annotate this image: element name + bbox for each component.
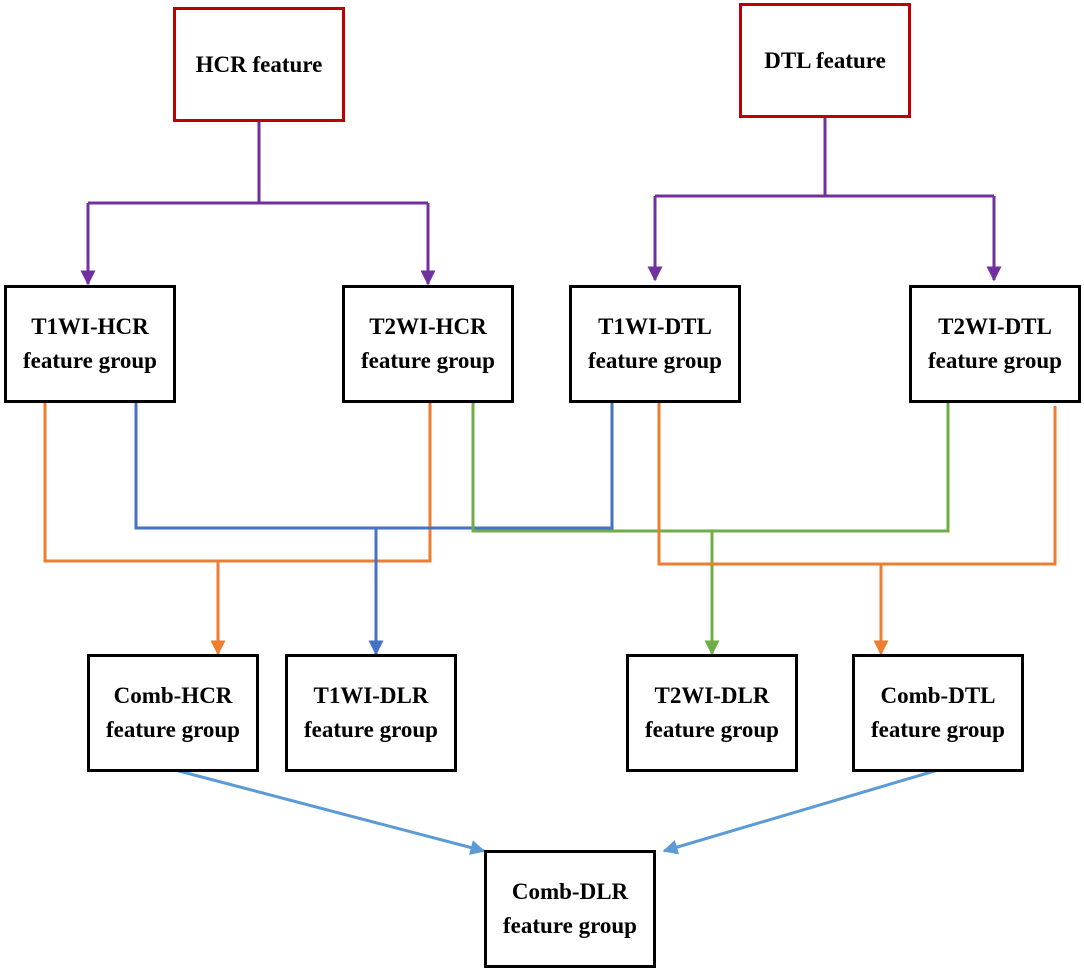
comb-hcr-title: Comb-HCR xyxy=(113,683,233,708)
t2wi-hcr-subtitle: feature group xyxy=(361,348,495,373)
t1wi-hcr-box: T1WI-HCR feature group xyxy=(4,285,176,403)
t2wi-dtl-subtitle: feature group xyxy=(928,348,1062,373)
t1wi-dtl-title: T1WI-DTL xyxy=(598,314,712,339)
comb-dlr-subtitle: feature group xyxy=(503,913,637,938)
comb-dtl-box: Comb-DTL feature group xyxy=(852,654,1024,772)
comb-dtl-subtitle: feature group xyxy=(871,717,1005,742)
t1wi-dlr-box: T1WI-DLR feature group xyxy=(285,654,457,772)
comb-dlr-box: Comb-DLR feature group xyxy=(484,850,656,968)
hcr-split-connector xyxy=(80,122,436,286)
t2wi-dlr-subtitle: feature group xyxy=(645,717,779,742)
t1wi-dlr-connector xyxy=(134,402,614,656)
t2wi-dlr-connector xyxy=(471,402,950,656)
hcr-feature-label: HCR feature xyxy=(195,51,323,77)
comb-hcr-box: Comb-HCR feature group xyxy=(87,654,259,772)
t1wi-hcr-title: T1WI-HCR xyxy=(31,314,149,339)
t2wi-hcr-title: T2WI-HCR xyxy=(369,314,487,339)
t2wi-dlr-box: T2WI-DLR feature group xyxy=(626,654,798,772)
t2wi-hcr-box: T2WI-HCR feature group xyxy=(342,285,514,403)
t2wi-dtl-box: T2WI-DTL feature group xyxy=(909,285,1081,403)
comb-hcr-connector xyxy=(43,402,432,656)
comb-dlr-title: Comb-DLR xyxy=(511,879,629,904)
dtl-feature-label: DTL feature xyxy=(764,47,886,73)
comb-dtl-title: Comb-DTL xyxy=(880,683,996,708)
t1wi-dlr-subtitle: feature group xyxy=(304,717,438,742)
hcr-feature-box: HCR feature xyxy=(173,7,345,122)
comb-dlr-connector xyxy=(174,768,939,855)
comb-hcr-subtitle: feature group xyxy=(106,717,240,742)
t1wi-hcr-subtitle: feature group xyxy=(23,348,157,373)
comb-dtl-connector xyxy=(657,402,1057,656)
t2wi-dtl-title: T2WI-DTL xyxy=(938,314,1052,339)
dtl-feature-box: DTL feature xyxy=(739,3,911,118)
dtl-split-connector xyxy=(647,117,1002,282)
t1wi-dtl-subtitle: feature group xyxy=(588,348,722,373)
t1wi-dlr-title: T1WI-DLR xyxy=(313,683,429,708)
t2wi-dlr-title: T2WI-DLR xyxy=(654,683,770,708)
t1wi-dtl-box: T1WI-DTL feature group xyxy=(569,285,741,403)
